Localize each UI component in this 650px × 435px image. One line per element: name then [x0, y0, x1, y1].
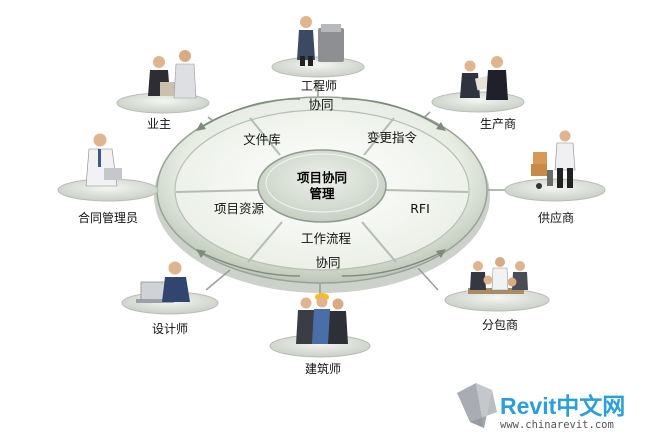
revit-logo-icon — [457, 383, 497, 428]
role-subcontractor: 分包商 — [482, 317, 518, 332]
platform-supplier — [504, 178, 606, 202]
label-document-library: 文件库 — [243, 132, 281, 147]
architect-figure — [296, 293, 348, 344]
label-sync-top: 协同 — [308, 97, 333, 112]
role-labels: 工程师 业主 生产商 合同管理员 供应商 设计师 分包商 建筑师 — [78, 78, 574, 376]
label-rfi: RFI — [410, 201, 430, 216]
center-hub — [257, 149, 387, 223]
label-sync-bottom: 协同 — [315, 255, 340, 270]
subcontractor-figure — [468, 257, 528, 294]
watermark-brand: Revit中文网 — [500, 393, 625, 419]
watermark-url: www.chinarevit.com — [500, 419, 614, 431]
designer-figure — [136, 261, 190, 303]
role-architect: 建筑师 — [305, 361, 341, 376]
label-project-resources: 项目资源 — [214, 201, 265, 216]
label-workflow: 工作流程 — [301, 231, 352, 246]
owner-figure — [148, 50, 197, 99]
label-change-order: 变更指令 — [367, 130, 418, 145]
role-manufacturer: 生产商 — [480, 116, 516, 131]
sync-arrows — [196, 98, 446, 277]
role-designer: 设计师 — [152, 322, 188, 336]
role-supplier: 供应商 — [538, 210, 574, 225]
revit-watermark: Revit中文网 www.chinarevit.com — [457, 383, 625, 431]
center-title-line2: 管理 — [309, 186, 335, 201]
contract-manager-figure — [85, 133, 122, 187]
role-engineer: 工程师 — [301, 78, 337, 93]
manufacturer-figure — [460, 56, 508, 100]
role-owner: 业主 — [147, 117, 171, 131]
center-title-line1: 项目协同 — [297, 170, 347, 185]
supplier-figure — [531, 130, 576, 189]
engineer-figure — [297, 16, 344, 66]
role-contract-manager: 合同管理员 — [78, 210, 138, 225]
ring-labels: 协同 文件库 变更指令 项目资源 RFI 工作流程 协同 项目协同 管理 — [214, 97, 430, 270]
